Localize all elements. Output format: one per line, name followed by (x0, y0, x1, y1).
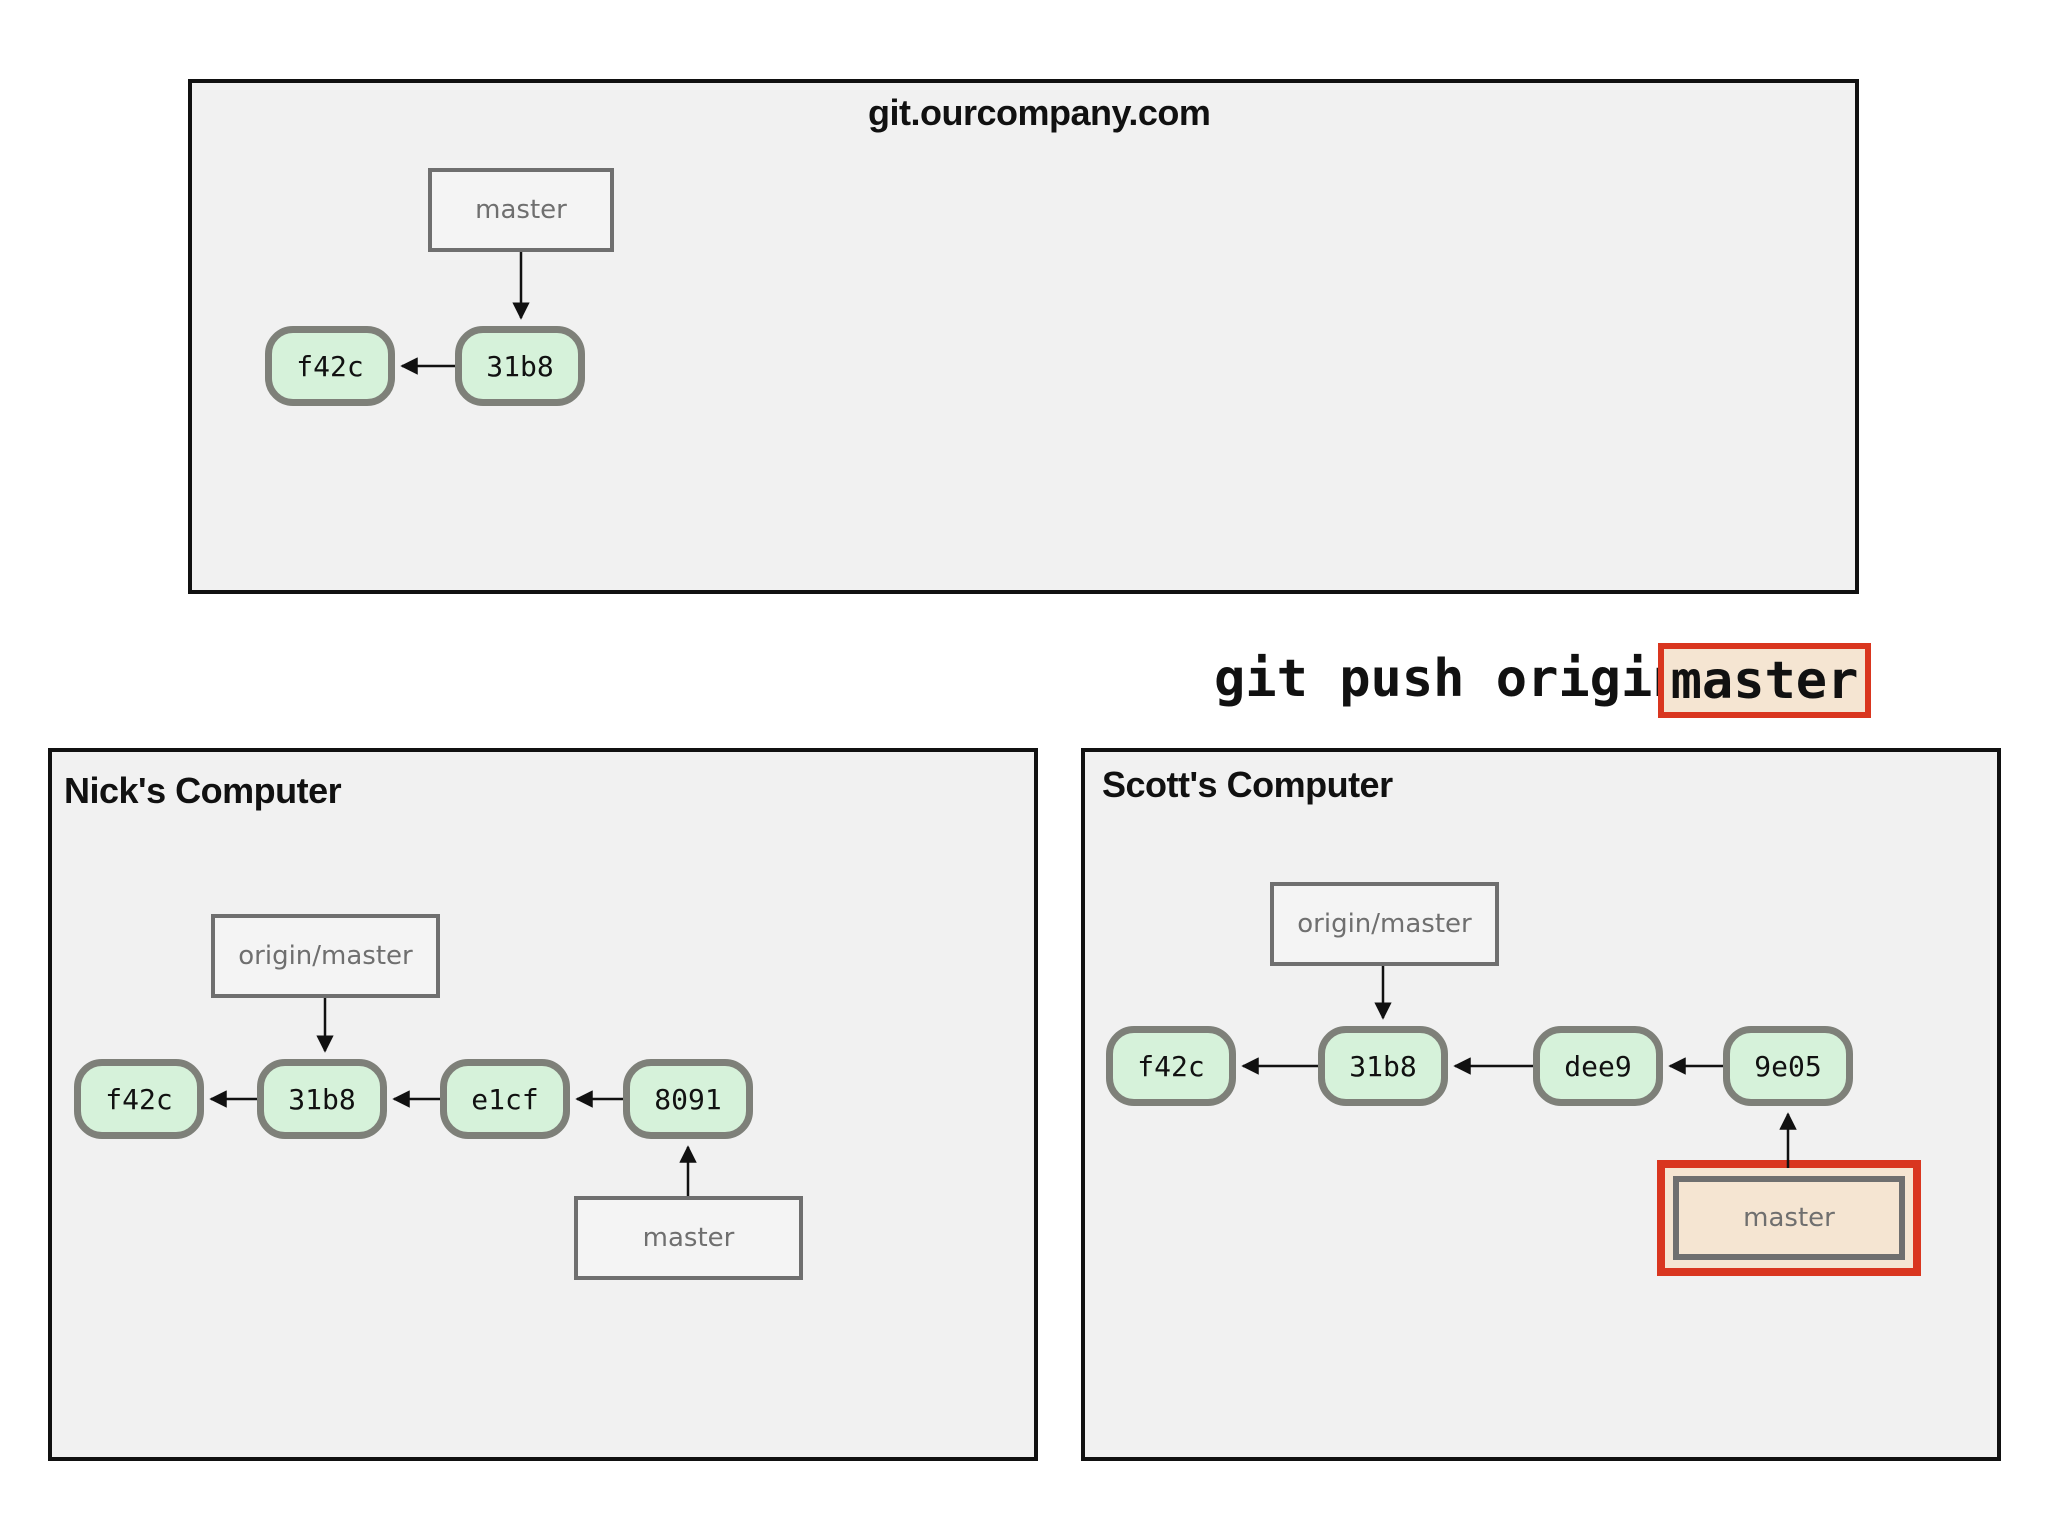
nick-commit-31b8: 31b8 (257, 1059, 387, 1139)
push-command-branch: master (1658, 643, 1871, 718)
scott-panel (1081, 748, 2001, 1461)
scott-master-ref-highlighted: master (1673, 1176, 1905, 1260)
scott-title: Scott's Computer (1102, 764, 1393, 805)
scott-commit-31b8: 31b8 (1318, 1026, 1448, 1106)
nick-title: Nick's Computer (64, 770, 342, 811)
nick-commit-e1cf: e1cf (440, 1059, 570, 1139)
server-commit-31b8: 31b8 (455, 326, 585, 406)
scott-commit-f42c: f42c (1106, 1026, 1236, 1106)
server-master-ref: master (428, 168, 614, 252)
scott-commit-dee9: dee9 (1533, 1026, 1663, 1106)
server-commit-f42c: f42c (265, 326, 395, 406)
scott-origin-master-ref: origin/master (1270, 882, 1499, 966)
push-command: git push origin (1214, 649, 1684, 709)
server-title: git.ourcompany.com (868, 92, 1211, 133)
nick-commit-8091: 8091 (623, 1059, 753, 1139)
scott-commit-9e05: 9e05 (1723, 1026, 1853, 1106)
nick-origin-master-ref: origin/master (211, 914, 440, 998)
nick-master-ref: master (574, 1196, 803, 1280)
nick-commit-f42c: f42c (74, 1059, 204, 1139)
